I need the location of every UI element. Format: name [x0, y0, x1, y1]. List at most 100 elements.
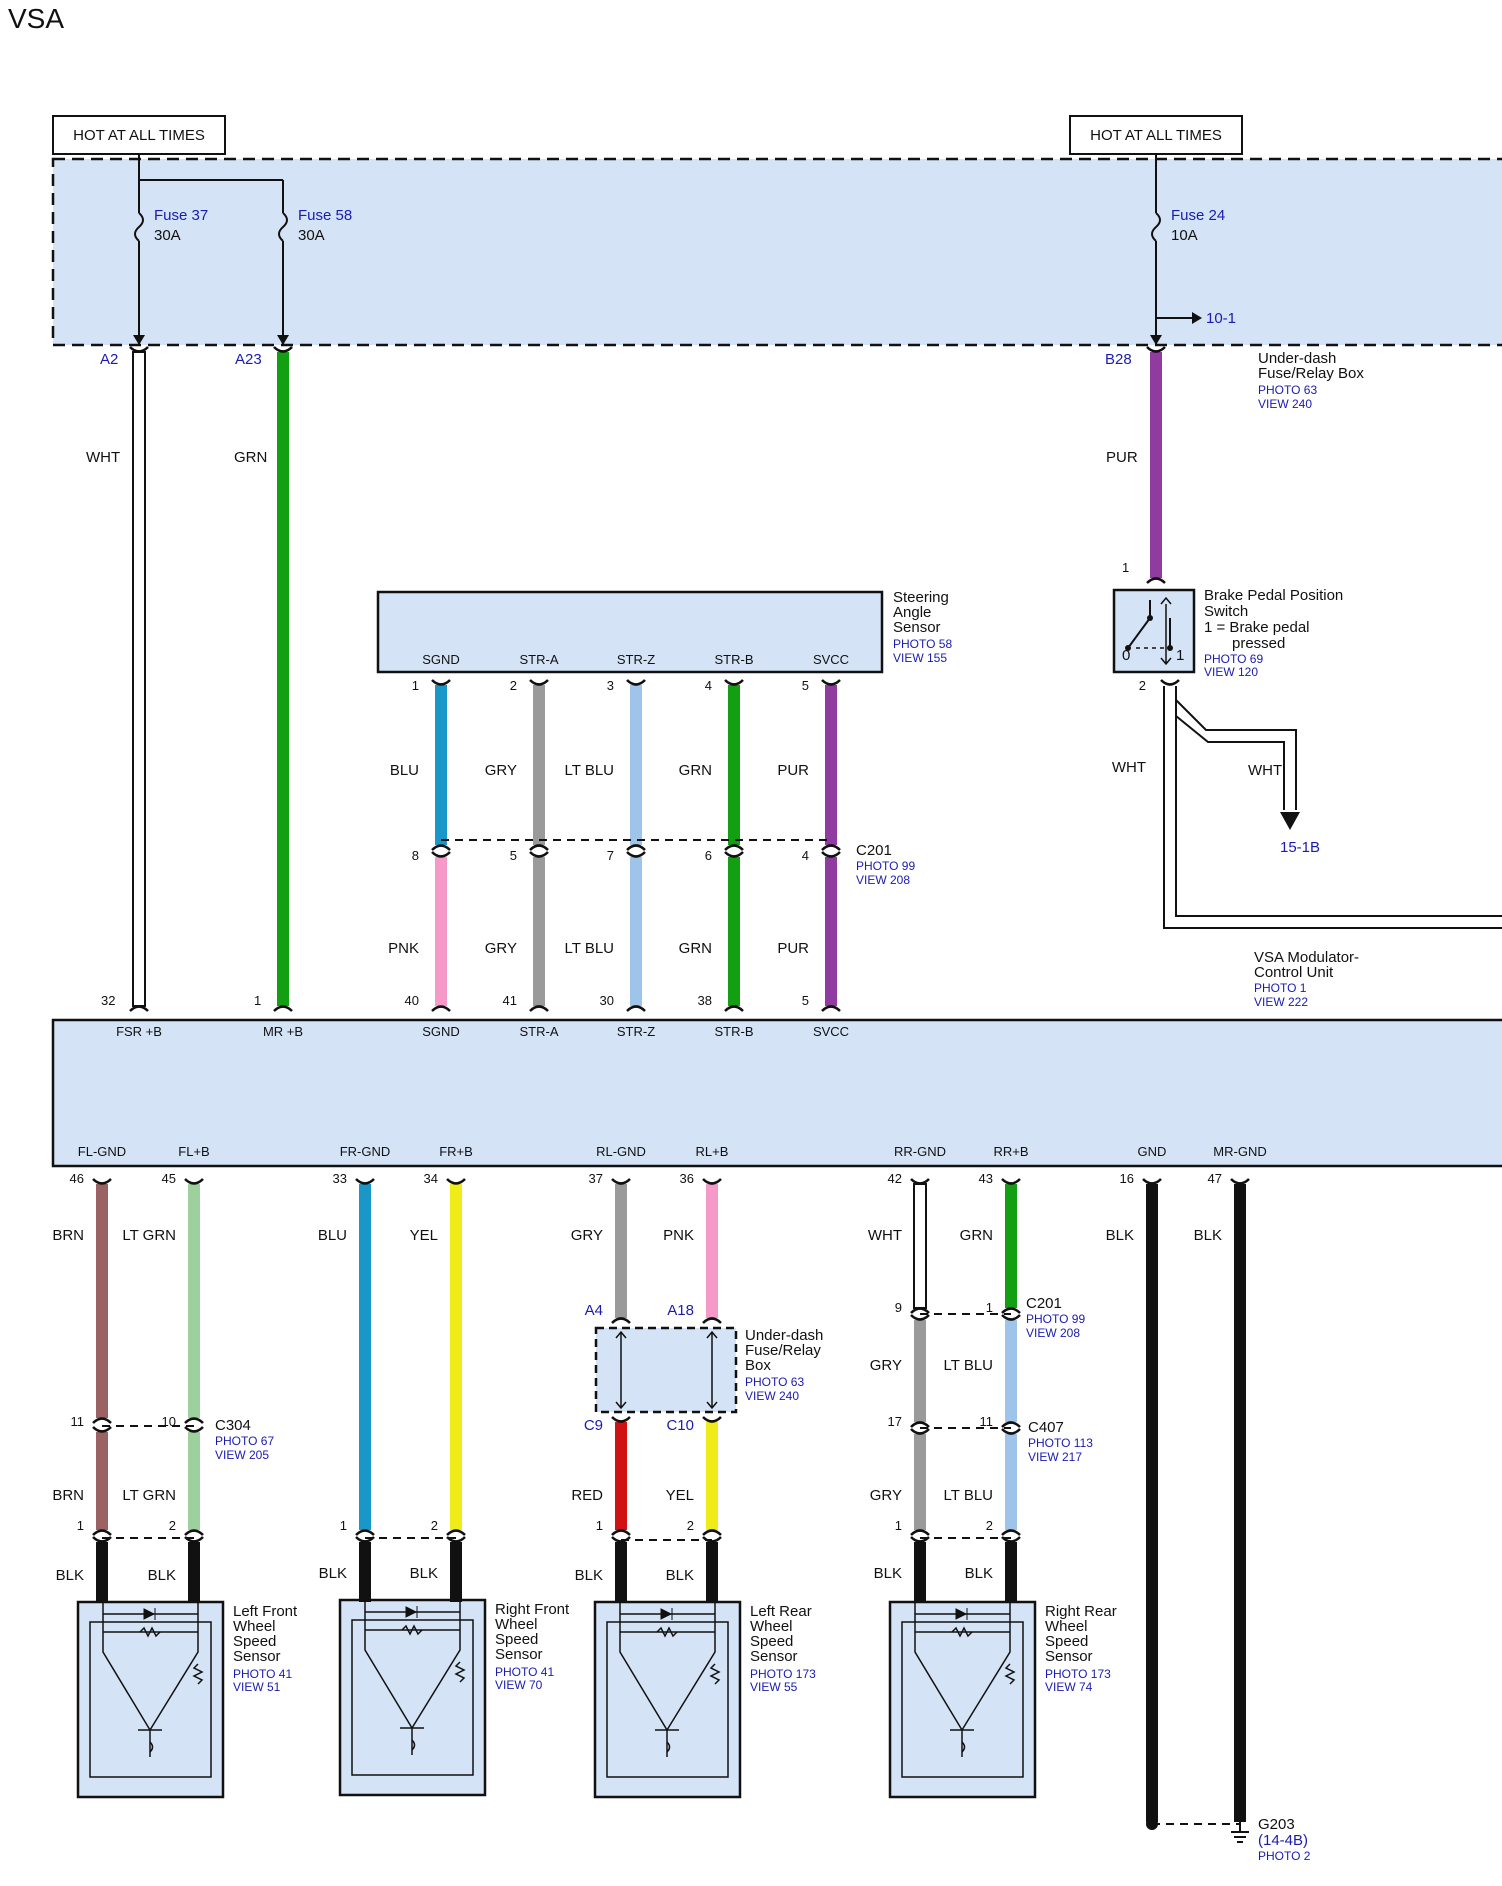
- terminal-label: STR-Z: [617, 1024, 655, 1039]
- view-ref: VIEW 120: [1204, 665, 1258, 679]
- resistor-icon: [951, 1626, 973, 1638]
- connector-mark: [431, 1005, 451, 1012]
- wire-color-label: LT GRN: [122, 1227, 176, 1244]
- photo-ref: PHOTO 2: [1258, 1849, 1311, 1863]
- connector-name: C201: [1026, 1295, 1062, 1312]
- view-ref: VIEW 208: [856, 873, 910, 887]
- switch-contact: [1125, 645, 1131, 651]
- coil-icon: [400, 1727, 424, 1751]
- wire-color-label: WHT: [868, 1227, 902, 1244]
- terminal-label: SGND: [422, 652, 460, 667]
- pin-number: 9: [895, 1300, 902, 1315]
- fuse-24-icon: [1151, 212, 1161, 242]
- connector-mark: [1001, 1536, 1021, 1543]
- resistor-icon: [401, 1624, 423, 1636]
- connector-mark: [724, 679, 744, 686]
- vsa-name: VSA Modulator-: [1254, 949, 1359, 966]
- right-rear-sensor-name: Speed: [1045, 1633, 1088, 1650]
- fuse-58-icon: [278, 212, 288, 242]
- pin-number: 4: [705, 678, 712, 693]
- connector-mark: [1230, 1178, 1250, 1185]
- right-rear-sensor-name: Wheel: [1045, 1618, 1088, 1635]
- wire-fl-2: [96, 1432, 108, 1530]
- wire-ground: [1146, 1184, 1158, 1822]
- wire-rr: [1005, 1184, 1017, 1308]
- photo-ref: PHOTO 99: [856, 859, 915, 873]
- fuse-name: Fuse 37: [154, 207, 208, 224]
- pin-number: 43: [979, 1171, 993, 1186]
- switch-contact: [1167, 645, 1173, 651]
- left-front-sensor-name: Speed: [233, 1633, 276, 1650]
- wire-color-label: BRN: [52, 1227, 84, 1244]
- wire-color-label: BLU: [318, 1227, 347, 1244]
- arrow-icon: [1280, 812, 1300, 830]
- diode-icon: [405, 1606, 418, 1618]
- terminal-label: STR-A: [520, 1024, 559, 1039]
- wire-fr: [450, 1184, 462, 1530]
- connector-mark: [92, 1178, 112, 1185]
- view-ref: VIEW 205: [215, 1448, 269, 1462]
- terminal-label: MR-GND: [1213, 1144, 1266, 1159]
- connector-mark: [529, 851, 549, 858]
- pin-number: 1: [986, 1300, 993, 1315]
- terminal-label: SVCC: [813, 652, 849, 667]
- switch-arrow-icon: [1160, 596, 1172, 666]
- wire-color-label: GRY: [485, 940, 517, 957]
- connector-mark: [273, 346, 293, 353]
- connector-mark: [184, 1426, 204, 1433]
- right-rear-sensor-name: Right Rear: [1045, 1603, 1117, 1620]
- fuse-name: Fuse 58: [298, 207, 352, 224]
- connector-mark: [724, 1005, 744, 1012]
- connector-mark: [446, 1178, 466, 1185]
- connector-mark: [910, 1314, 930, 1321]
- pin-number: 2: [1139, 678, 1146, 693]
- fuse-rating: 30A: [298, 227, 325, 244]
- view-ref: VIEW 74: [1045, 1680, 1093, 1694]
- vsa-name: Control Unit: [1254, 964, 1334, 981]
- pin-number: 1: [596, 1518, 603, 1533]
- pin-number: 5: [802, 678, 809, 693]
- connector-mark: [611, 1416, 631, 1423]
- switch-position: 0: [1122, 647, 1130, 664]
- wire-color-label: BLK: [874, 1565, 902, 1582]
- wire-rr-pigtail: [914, 1542, 926, 1602]
- connector-mark: [626, 844, 646, 851]
- connector-mark: [92, 1417, 112, 1424]
- wire-color-label: GRY: [870, 1487, 902, 1504]
- arrow-icon: [133, 335, 145, 345]
- right-rear-sensor-box: [888, 1600, 1037, 1799]
- pin-number: 30: [600, 993, 614, 1008]
- pin-number: 4: [802, 848, 809, 863]
- connector-mark: [1001, 1428, 1021, 1435]
- ref-10-1: 10-1: [1206, 310, 1236, 327]
- left-rear-sensor-name: Speed: [750, 1633, 793, 1650]
- wire-color-label: BLK: [56, 1567, 84, 1584]
- diode-icon: [955, 1608, 968, 1620]
- connector-mark: [355, 1178, 375, 1185]
- hot-at-all-times-label: HOT AT ALL TIMES: [73, 127, 205, 144]
- wire-color-label: BLK: [575, 1567, 603, 1584]
- wire-fl-pigtail: [96, 1542, 108, 1602]
- connector-mark: [611, 1178, 631, 1185]
- left-front-sensor-box: [76, 1600, 225, 1799]
- wire-rl-2: [706, 1422, 718, 1530]
- wire-wht-brake-vsa: [1163, 686, 1502, 929]
- terminal-label: GND: [1138, 1144, 1167, 1159]
- pin-number: 40: [405, 993, 419, 1008]
- photo-ref: PHOTO 63: [1258, 383, 1317, 397]
- wire-wht-fsr: [132, 351, 146, 1007]
- wire-color-label: PUR: [777, 762, 809, 779]
- terminal-label: RR+B: [993, 1144, 1028, 1159]
- fuse-37-icon: [134, 212, 144, 242]
- pin-label: B28: [1105, 351, 1132, 368]
- pin-number: 1: [1122, 560, 1129, 575]
- connector-mark: [431, 851, 451, 858]
- wire-color-label: PUR: [1106, 449, 1138, 466]
- wire-color-label: BLK: [1194, 1227, 1222, 1244]
- terminal-label: RL-GND: [596, 1144, 646, 1159]
- left-front-sensor-name: Left Front: [233, 1603, 298, 1620]
- diode-icon: [660, 1608, 673, 1620]
- steering-sensor-name: Sensor: [893, 619, 941, 636]
- wire-color-label: LT BLU: [565, 762, 614, 779]
- connector-mark: [92, 1529, 112, 1536]
